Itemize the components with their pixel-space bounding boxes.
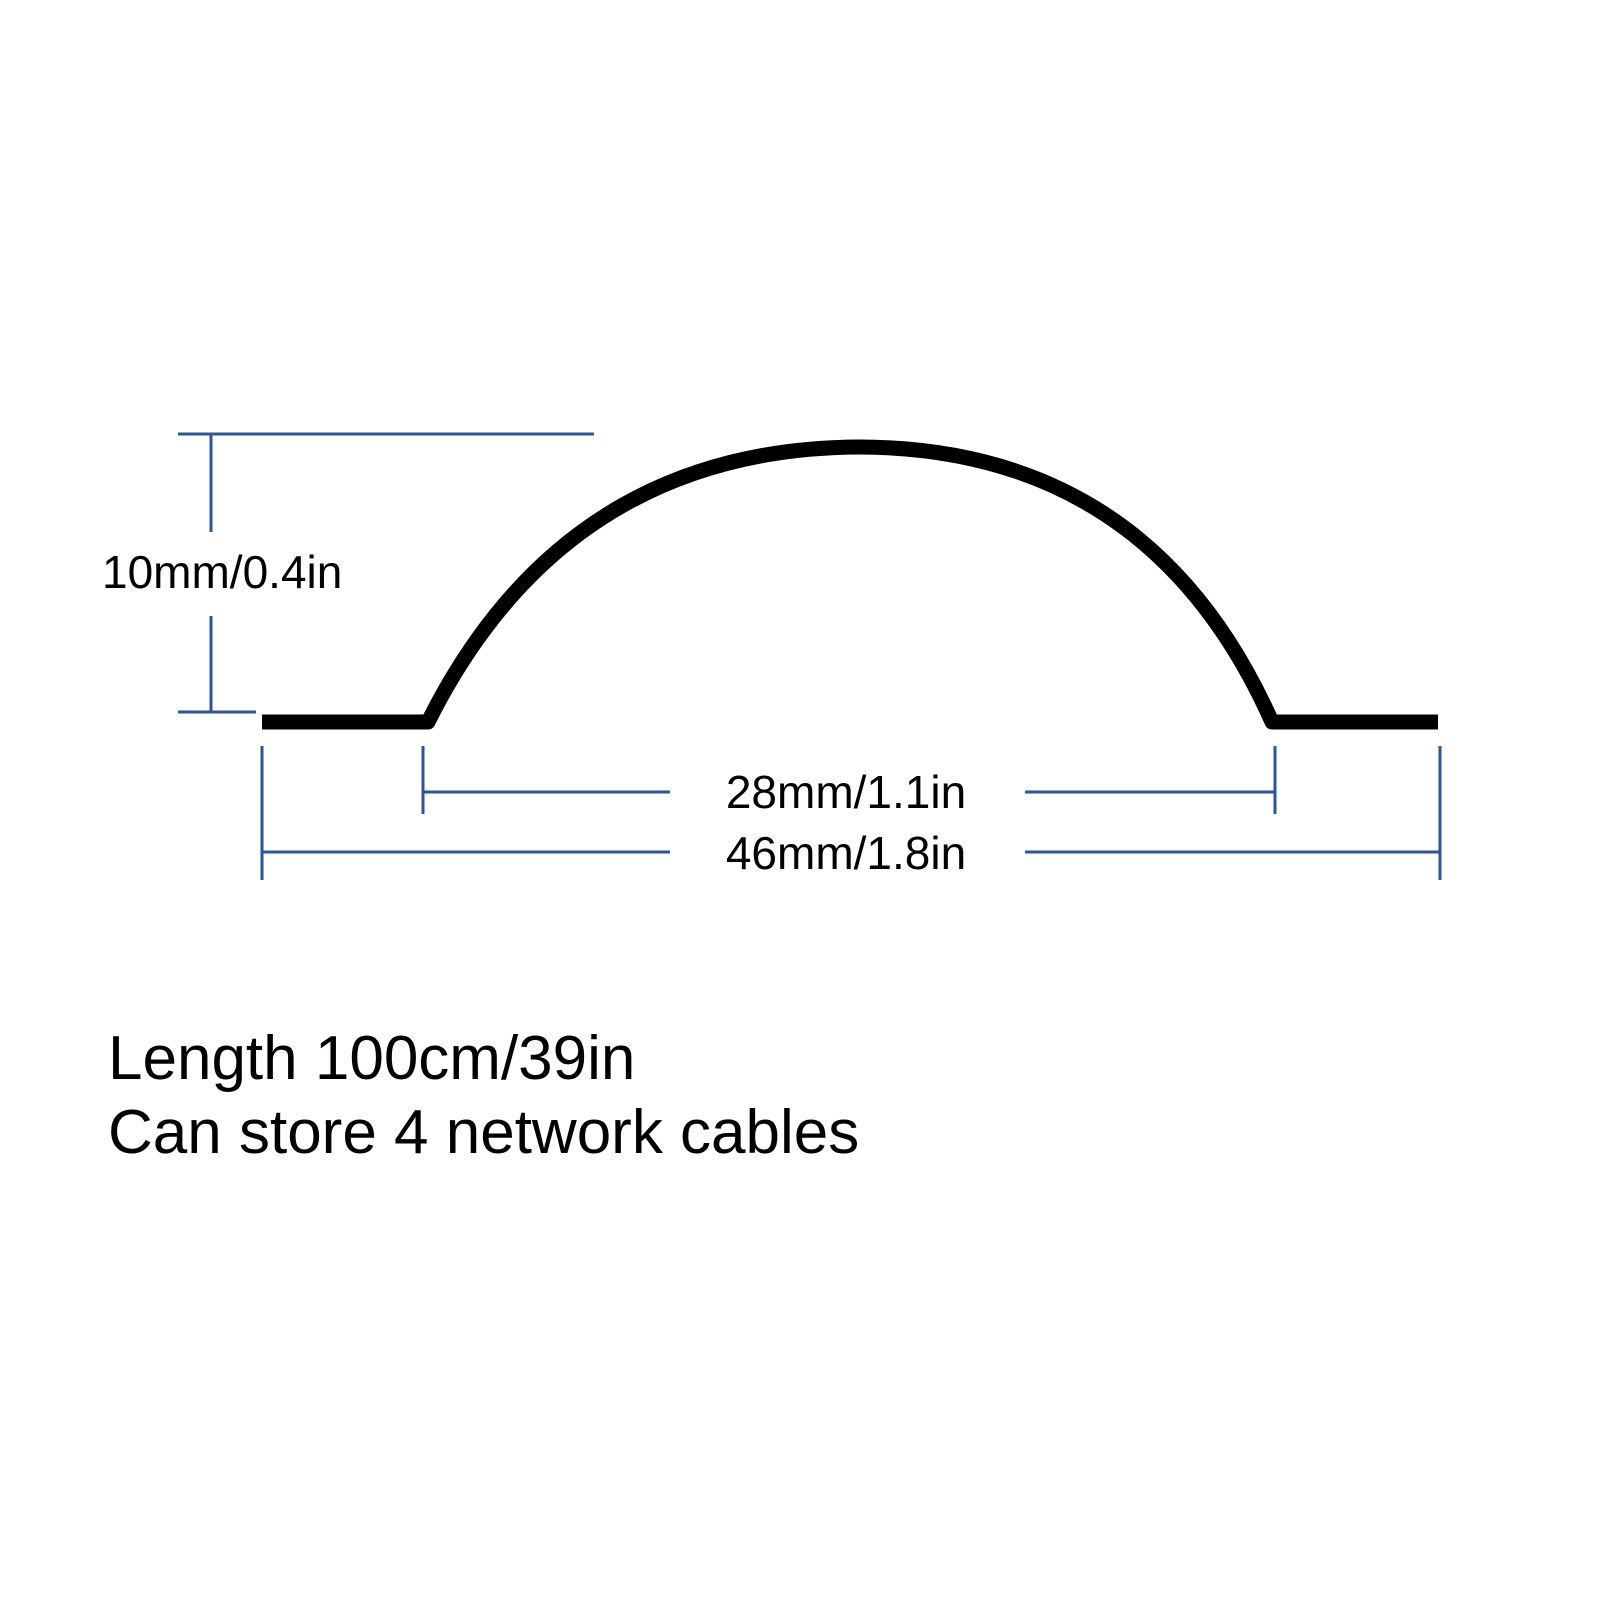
- inner-width-dimension: [421, 746, 1277, 814]
- length-caption: Length 100cm/39in: [108, 1024, 636, 1093]
- outer-width-label: 46mm/1.8in: [726, 827, 966, 879]
- height-label: 10mm/0.4in: [102, 546, 342, 598]
- cable-cover-profile: [262, 439, 1438, 730]
- height-dimension: [178, 432, 594, 714]
- outer-width-dimension: [260, 746, 1442, 880]
- inner-width-label: 28mm/1.1in: [726, 766, 966, 818]
- capacity-caption: Can store 4 network cables: [108, 1098, 860, 1167]
